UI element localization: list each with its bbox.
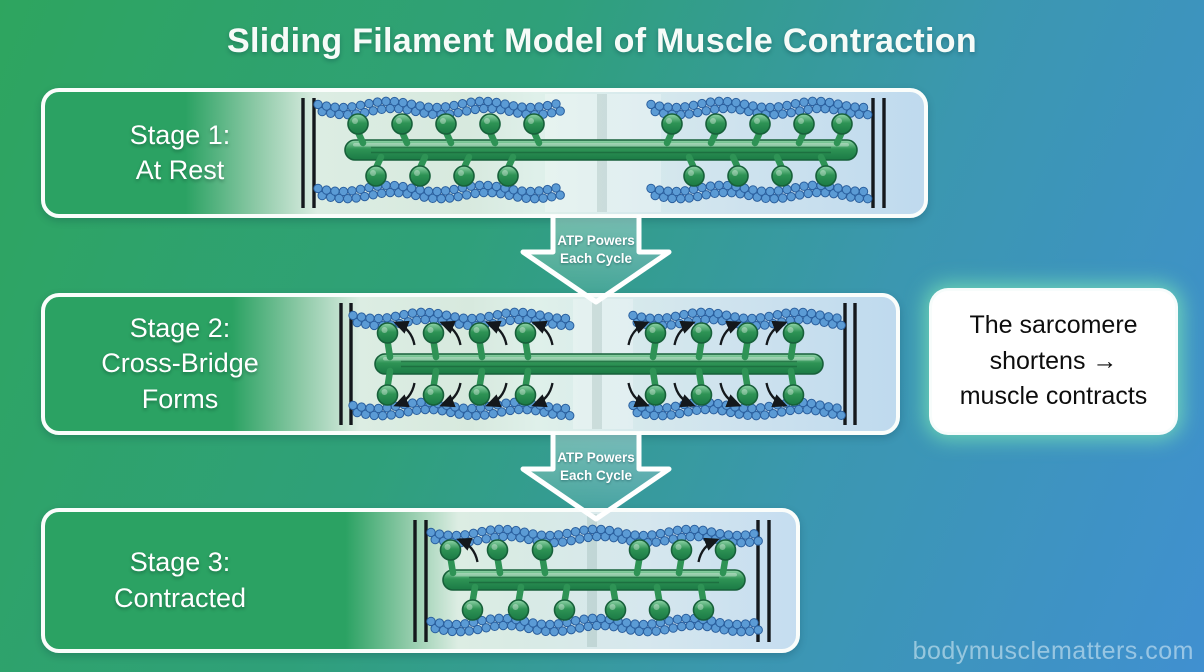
myosin-head bbox=[705, 113, 727, 147]
stage-1-label: Stage 1: At Rest bbox=[129, 119, 231, 185]
myosin-head bbox=[604, 583, 627, 621]
down-arrow-icon bbox=[520, 215, 672, 305]
myosin-head bbox=[815, 153, 837, 187]
atp-arrow-1-label: ATP Powers Each Cycle bbox=[557, 233, 635, 266]
power-stroke-arrow bbox=[393, 382, 416, 408]
atp-arrow-2-label: ATP Powers Each Cycle bbox=[557, 450, 635, 483]
myosin-head bbox=[692, 583, 715, 621]
myosin-head bbox=[497, 153, 519, 187]
power-stroke-arrow bbox=[393, 320, 416, 346]
power-stroke-arrow bbox=[485, 382, 508, 408]
atp-arrow-1: ATP Powers Each Cycle bbox=[516, 215, 676, 307]
myosin-head bbox=[409, 153, 431, 187]
myosin-head bbox=[468, 322, 491, 361]
power-stroke-arrow bbox=[439, 320, 462, 346]
myosin-head bbox=[644, 322, 667, 361]
power-stroke-arrow bbox=[627, 382, 650, 408]
stage-3-panel: Stage 3: Contracted bbox=[41, 508, 800, 653]
z-disc-lines bbox=[413, 520, 771, 642]
power-stroke-arrow bbox=[485, 320, 508, 346]
myosin-head bbox=[690, 367, 713, 406]
myosin-head bbox=[670, 539, 693, 577]
down-arrow-icon bbox=[520, 432, 672, 522]
stage-2-label: Stage 2: Cross-Bridge Forms bbox=[101, 313, 259, 414]
myosin-head bbox=[514, 322, 537, 361]
myosin-head bbox=[507, 583, 530, 621]
myosin-head bbox=[376, 322, 399, 361]
stage-2-panel: Stage 2: Cross-Bridge Forms bbox=[41, 293, 900, 435]
myosin-head bbox=[553, 583, 576, 621]
myosin-head bbox=[468, 367, 491, 406]
power-stroke-arrow bbox=[719, 320, 742, 346]
myosin-head bbox=[391, 113, 413, 147]
actin-filaments bbox=[426, 524, 763, 637]
myosin-head bbox=[628, 539, 651, 577]
power-stroke-arrow bbox=[697, 537, 720, 563]
myosin-head bbox=[648, 583, 671, 621]
sarcomere-diagram-stage-3-contracted bbox=[413, 514, 771, 647]
power-stroke-arrow bbox=[673, 320, 696, 346]
myosin-head bbox=[479, 113, 501, 147]
power-stroke-arrow bbox=[719, 382, 742, 408]
myosin-head bbox=[714, 539, 737, 577]
myosin-head bbox=[782, 322, 805, 361]
myosin-head bbox=[749, 113, 771, 147]
myosin-head bbox=[736, 322, 759, 361]
myosin-head bbox=[514, 367, 537, 406]
callout-text: The sarcomere shortens → muscle contract… bbox=[959, 311, 1148, 411]
power-stroke-arrow bbox=[765, 382, 788, 408]
myosin-head bbox=[793, 113, 815, 147]
myosin-head bbox=[782, 367, 805, 406]
sarcomere-diagram-stage-2-cross-bridge bbox=[339, 299, 857, 429]
myosin-head bbox=[683, 153, 705, 187]
myosin-filament bbox=[374, 353, 824, 375]
myosin-head bbox=[531, 539, 554, 577]
power-stroke-arrow bbox=[456, 537, 479, 563]
myosin-head bbox=[831, 113, 853, 147]
myosin-head bbox=[376, 367, 399, 406]
myosin-head bbox=[347, 113, 369, 147]
myosin-filament bbox=[344, 139, 858, 161]
watermark-text: bodymusclematters.com bbox=[912, 637, 1194, 665]
power-stroke-arrow bbox=[627, 320, 650, 346]
myosin-head bbox=[422, 367, 445, 406]
myosin-head bbox=[422, 322, 445, 361]
sarcomere-diagram-stage-1-at-rest bbox=[301, 94, 886, 212]
power-stroke-arrow bbox=[673, 382, 696, 408]
myosin-head bbox=[435, 113, 457, 147]
callout-box: The sarcomere shortens → muscle contract… bbox=[932, 291, 1175, 432]
stage-3-label: Stage 3: Contracted bbox=[113, 547, 247, 613]
myosin-head bbox=[523, 113, 545, 147]
myosin-head bbox=[486, 539, 509, 577]
myosin-head bbox=[727, 153, 749, 187]
power-stroke-arrow bbox=[531, 320, 554, 346]
power-stroke-arrow bbox=[765, 320, 788, 346]
myosin-head bbox=[644, 367, 667, 406]
atp-arrow-2: ATP Powers Each Cycle bbox=[516, 432, 676, 524]
power-stroke-arrow bbox=[531, 382, 554, 408]
myosin-head bbox=[661, 113, 683, 147]
myosin-head bbox=[771, 153, 793, 187]
myosin-head bbox=[453, 153, 475, 187]
myosin-head bbox=[736, 367, 759, 406]
myosin-head bbox=[690, 322, 713, 361]
myosin-head bbox=[439, 539, 462, 577]
myosin-head bbox=[365, 153, 387, 187]
myosin-head bbox=[461, 583, 484, 621]
power-stroke-arrow bbox=[439, 382, 462, 408]
stage-1-panel: Stage 1: At Rest bbox=[41, 88, 928, 218]
actin-filaments bbox=[313, 96, 873, 204]
page-title: Sliding Filament Model of Muscle Contrac… bbox=[227, 22, 977, 60]
